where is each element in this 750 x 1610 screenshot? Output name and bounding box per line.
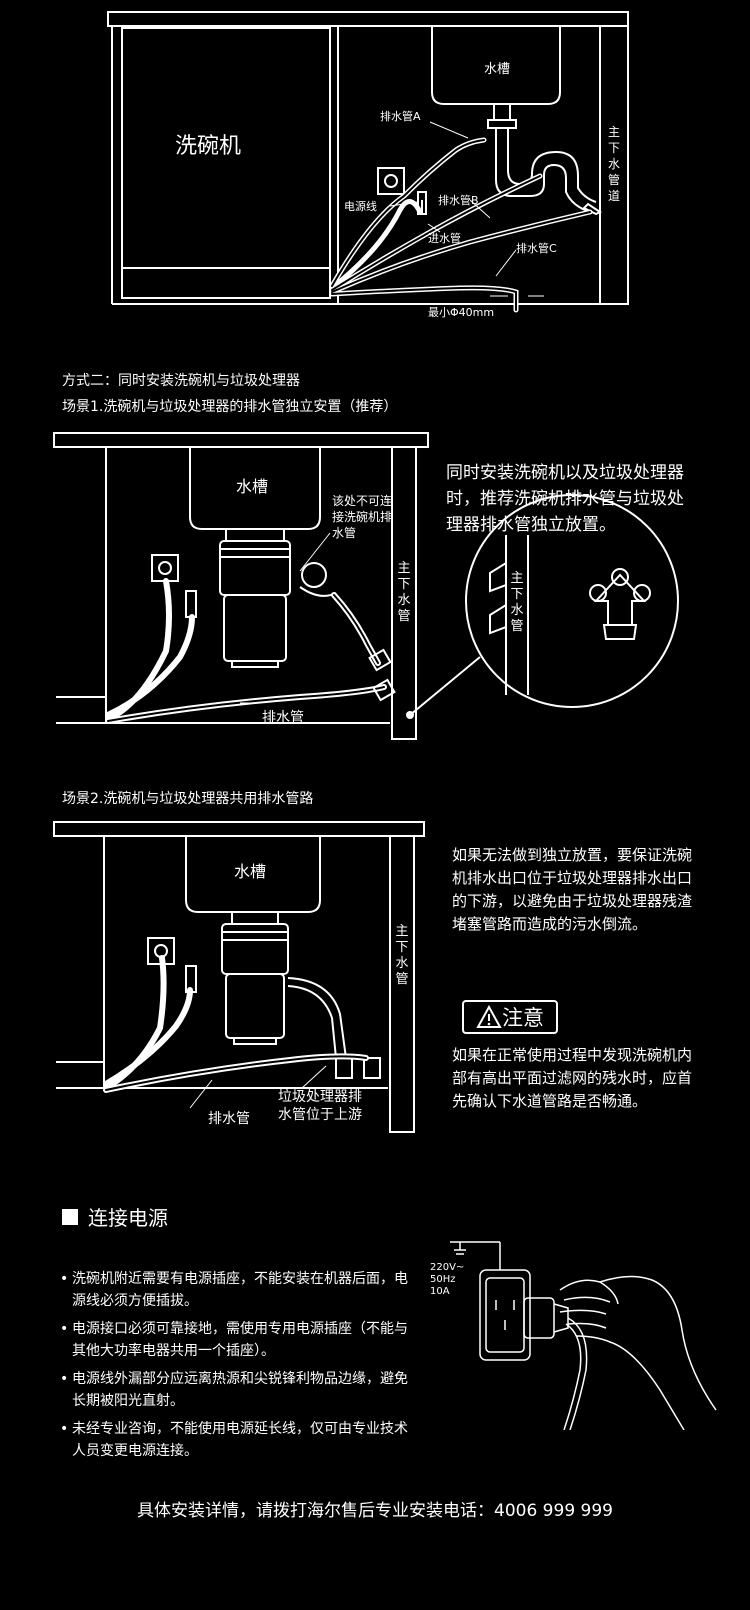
sink-label: 水槽 bbox=[236, 477, 269, 496]
sink-label: 水槽 bbox=[234, 862, 267, 881]
list-item: 未经专业咨询，不能使用电源延长线，仅可由专业技术人员变更电源连接。 bbox=[60, 1418, 420, 1462]
diagram-independent-drains: 水槽 该处不可连接洗碗机排水管 主下水管 主下水管 排水管 bbox=[0, 425, 750, 765]
drain-a-label: 排水管A bbox=[380, 110, 421, 123]
power-bullet-list: 洗碗机附近需要有电源插座，不能安装在机器后面，电源线必须方便插拔。 电源接口必须… bbox=[60, 1268, 420, 1468]
plug-socket-icon bbox=[450, 1241, 717, 1430]
plug-illustration: 220V~ 50Hz 10A bbox=[420, 1220, 720, 1430]
diagram-shared-drain: 水槽 主下水管 排水管 垃圾处理器排水管位于上游 bbox=[0, 818, 440, 1158]
main-drain-label: 主下水管 bbox=[397, 561, 411, 624]
power-cord-label: 电源线 bbox=[344, 200, 377, 213]
diagram-dishwasher-install: 洗碗机 水槽 排水管A 排水管B 排水管C 电源线 进水管 最小Φ40mm 主下… bbox=[0, 0, 750, 330]
frequency-label: 50Hz bbox=[430, 1274, 456, 1285]
list-item: 电源接口必须可靠接地，需使用专用电源插座（不能与其他大功率电器共用一个插座）。 bbox=[60, 1318, 420, 1362]
scene2-title: 场景2.洗碗机与垃圾处理器共用排水管路 bbox=[62, 791, 314, 807]
sink-label: 水槽 bbox=[484, 62, 511, 77]
list-item: 洗碗机附近需要有电源插座，不能安装在机器后面，电源线必须方便插拔。 bbox=[60, 1268, 420, 1312]
scene1-title: 场景1.洗碗机与垃圾处理器的排水管独立安置（推荐） bbox=[62, 399, 398, 415]
circle-main-drain-label: 主下水管 bbox=[510, 571, 524, 634]
warning-label: 该处不可连接洗碗机排水管 bbox=[332, 494, 393, 540]
method2-title: 方式二：同时安装洗碗机与垃圾处理器 bbox=[62, 373, 300, 389]
list-item: 电源线外漏部分应远离热源和尖锐锋利物品边缘，避免长期被阳光直射。 bbox=[60, 1368, 420, 1412]
upstream-label: 垃圾处理器排水管位于上游 bbox=[278, 1089, 362, 1123]
main-drain-label: 主下水管 bbox=[395, 924, 409, 987]
dishwasher-label: 洗碗机 bbox=[175, 134, 242, 159]
drain-pipe-label: 排水管 bbox=[208, 1111, 250, 1127]
diagram2-lines bbox=[53, 432, 679, 740]
drain-pipe-label: 排水管 bbox=[262, 710, 304, 726]
shared-drain-description: 如果无法做到独立放置，要保证洗碗机排水出口位于垃圾处理器排水出口的下游，以避免由… bbox=[452, 846, 693, 933]
notice-badge: 注意 bbox=[462, 1000, 558, 1034]
inlet-hose-label: 进水管 bbox=[428, 232, 461, 245]
main-drain-label: 主下水管道 bbox=[607, 125, 620, 203]
square-bullet-icon bbox=[62, 1208, 78, 1225]
independent-drain-description: 同时安装洗碗机以及垃圾处理器时，推荐洗碗机排水管与垃圾处理器排水管独立放置。 bbox=[446, 463, 684, 535]
power-title: 连接电源 bbox=[88, 1206, 168, 1230]
diagram3-lines bbox=[53, 821, 425, 1133]
contact-footer: 具体安装详情，请拨打海尔售后专业安装电话：4006 999 999 bbox=[137, 1501, 613, 1521]
notice-text: 如果在正常使用过程中发现洗碗机内部有高出平面过滤网的残水时，应首先确认下水道管路… bbox=[452, 1046, 693, 1110]
min-diameter-label: 最小Φ40mm bbox=[428, 306, 495, 319]
current-label: 10A bbox=[430, 1286, 450, 1297]
drain-b-label: 排水管B bbox=[438, 194, 479, 207]
diagram1-lines bbox=[107, 11, 629, 313]
voltage-label: 220V~ bbox=[430, 1262, 465, 1273]
notice-label: 注意 bbox=[502, 1006, 544, 1030]
warning-triangle-icon bbox=[476, 1005, 502, 1028]
drain-c-label: 排水管C bbox=[516, 242, 557, 255]
power-section-heading: 连接电源 bbox=[62, 1202, 168, 1231]
